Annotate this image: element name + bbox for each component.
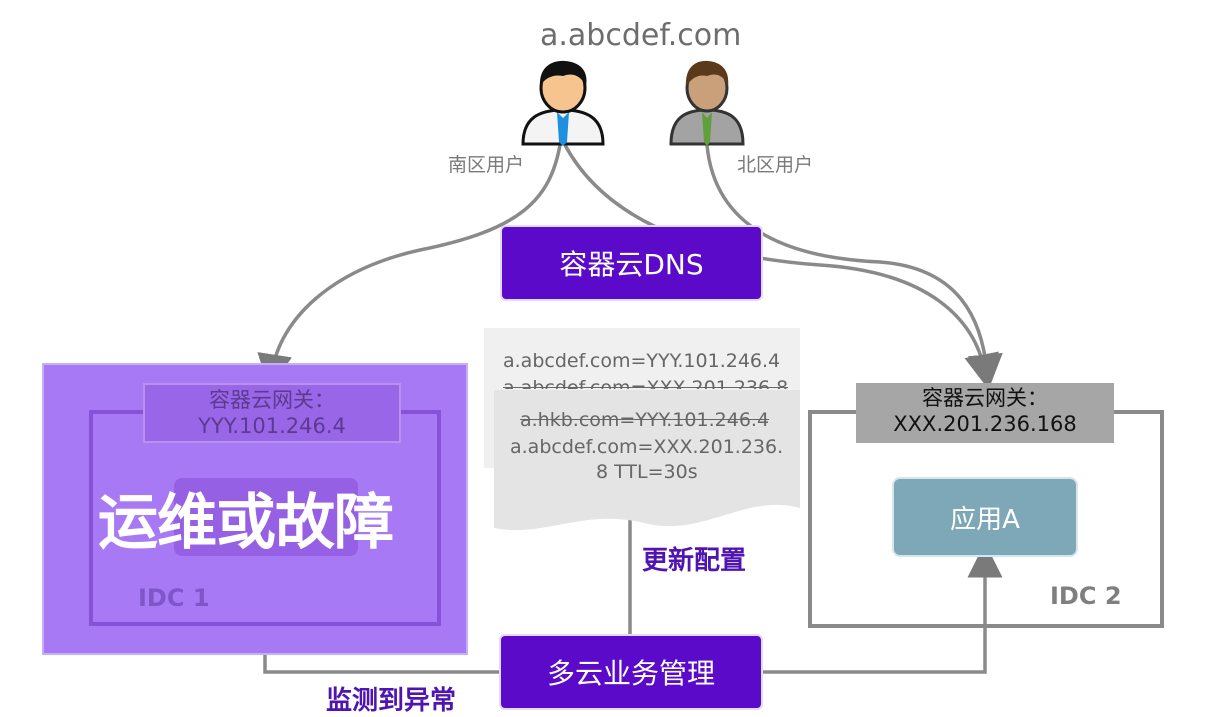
multi-cloud-manager-box: 多云业务管理 bbox=[499, 634, 763, 710]
doc-line-5: 8 TTL=30s bbox=[596, 461, 698, 483]
idc2-label: IDC 2 bbox=[1050, 582, 1122, 610]
route-south-to-idc2 bbox=[563, 144, 999, 390]
idc1-gateway: 容器云网关： YYY.101.246.4 bbox=[143, 383, 401, 443]
idc2-gateway-title: 容器云网关： bbox=[922, 386, 1048, 410]
idc1-app-box bbox=[174, 478, 358, 556]
dns-label: 容器云DNS bbox=[559, 248, 704, 281]
multi-cloud-manager-label: 多云业务管理 bbox=[546, 657, 715, 690]
idc2-gateway: 容器云网关： XXX.201.236.168 bbox=[856, 383, 1114, 443]
update-config-label: 更新配置 bbox=[642, 546, 747, 576]
idc2-app-label: 应用A bbox=[950, 504, 1020, 535]
monitor-anomaly-label: 监测到异常 bbox=[326, 686, 457, 716]
south-user-icon bbox=[521, 60, 605, 146]
dns-box: 容器云DNS bbox=[500, 225, 763, 301]
idc2-gateway-ip: XXX.201.236.168 bbox=[893, 412, 1077, 436]
south-user-label: 南区用户 bbox=[448, 154, 525, 176]
doc-line-1: a.abcdef.com=YYY.101.246.4 bbox=[503, 350, 781, 372]
idc1-label: IDC 1 bbox=[138, 584, 210, 612]
idc1-fault-text: 运维或故障 bbox=[98, 488, 394, 558]
doc-line-3: a.hkb.com=YYY.101.246.4 bbox=[520, 409, 770, 431]
domain-name: a.abcdef.com bbox=[540, 18, 742, 53]
idc2-app-box: 应用A bbox=[892, 477, 1078, 557]
route-north-to-idc2 bbox=[705, 144, 1003, 390]
manage-link-idc2 bbox=[762, 542, 1003, 674]
idc1-gateway-ip: YYY.101.246.4 bbox=[198, 414, 346, 438]
route-south-to-idc1 bbox=[257, 144, 562, 390]
config-document-shape bbox=[484, 328, 800, 531]
north-user-icon bbox=[669, 60, 745, 146]
idc1-gateway-title: 容器云网关： bbox=[209, 388, 335, 412]
doc-line-2: a.abcdef.com=XXX.201.236.8 bbox=[503, 377, 789, 389]
doc-line-4: a.abcdef.com=XXX.201.236. bbox=[510, 436, 784, 458]
north-user-label: 北区用户 bbox=[737, 154, 814, 176]
